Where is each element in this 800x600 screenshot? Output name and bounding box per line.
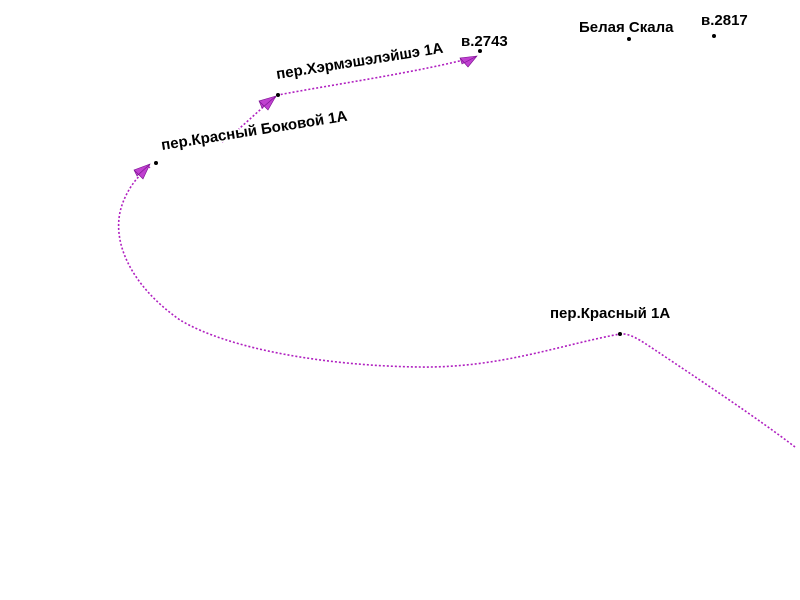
waypoints bbox=[154, 34, 716, 336]
label-hermeshel-1a: пер.Хэрмэшэлэйшэ 1А bbox=[275, 40, 444, 83]
label-peak-2817: в.2817 bbox=[701, 12, 748, 29]
waypoint-belaya-skala[interactable] bbox=[627, 37, 631, 41]
route-path bbox=[117, 166, 796, 448]
waypoint-krasny-1a[interactable] bbox=[618, 332, 622, 336]
route-path-upper bbox=[221, 56, 476, 143]
arrow-icon bbox=[133, 163, 151, 180]
label-belaya-skala: Белая Скала bbox=[579, 19, 674, 36]
label-krasny-1a: пер.Красный 1А bbox=[550, 305, 670, 322]
waypoint-hermeshel-1a[interactable] bbox=[276, 93, 280, 97]
arrow-icon bbox=[258, 95, 277, 111]
label-peak-2743: в.2743 bbox=[461, 33, 508, 50]
waypoint-peak-2817[interactable] bbox=[712, 34, 716, 38]
label-krasny-bokovoy-1a: пер.Красный Боковой 1А bbox=[160, 108, 349, 154]
direction-arrows bbox=[133, 55, 478, 180]
waypoint-krasny-bokovoy-1a[interactable] bbox=[154, 161, 158, 165]
arrow-icon bbox=[459, 55, 478, 68]
waypoint-peak-2743[interactable] bbox=[478, 49, 482, 53]
